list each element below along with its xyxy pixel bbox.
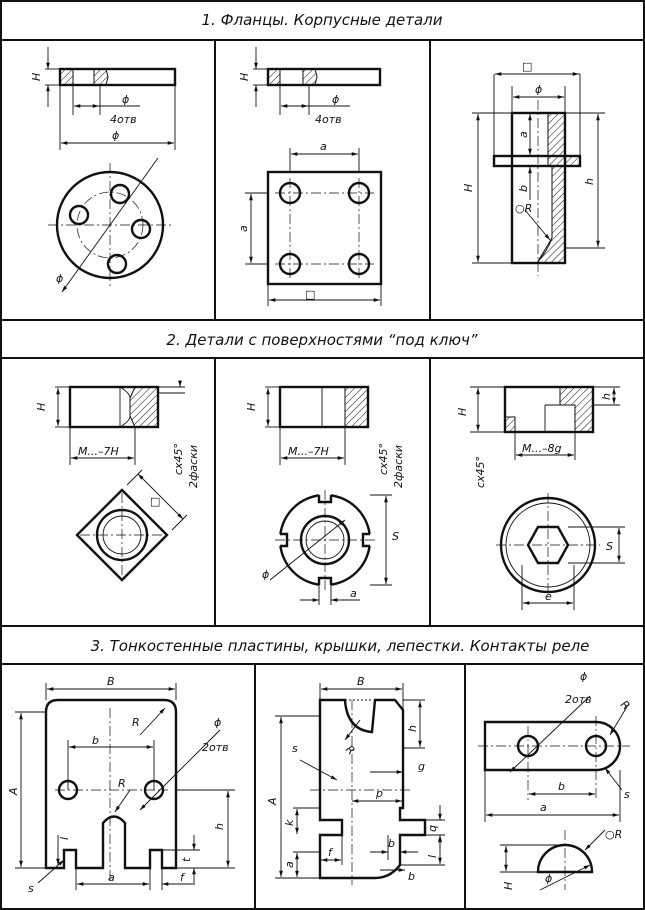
housing-diameter-label: ϕ — [535, 83, 542, 96]
cover-A-label: A — [266, 797, 279, 806]
housing-part-drawing: □ ϕ H a b h ○R — [462, 60, 605, 276]
nut-chamfer-count-label: 2фаски — [187, 445, 200, 488]
slot-nut-thread-label: M...–7H — [288, 445, 329, 458]
dome-H-label: H — [502, 882, 515, 890]
dome-R-label: ○R — [605, 828, 622, 841]
plate-corner-R-label: R — [132, 716, 140, 729]
nut-square-label: □ — [150, 495, 160, 508]
sq-spacing-a-left: a — [237, 225, 250, 232]
housing-h-label: h — [583, 178, 596, 185]
slot-nut-height-label: H — [245, 403, 258, 411]
housing-H-label: H — [462, 184, 475, 192]
cover-h-label: h — [406, 725, 419, 732]
plate-l-label: l — [58, 837, 71, 840]
cover-b2-label: b — [408, 870, 415, 883]
nut-chamfer-label: cx45° — [172, 443, 185, 475]
hole-diameter-label: ϕ — [122, 93, 129, 106]
section-3-title: 3. Тонкостенные пластины, крышки, лепест… — [91, 637, 590, 655]
plate-holes-count-label: 2отв — [202, 741, 229, 754]
cover-B-label: B — [357, 675, 365, 688]
hex-height-label: H — [456, 408, 469, 416]
outer-diameter-label: ϕ — [112, 129, 119, 142]
plan-diameter-label: ϕ — [56, 272, 63, 285]
hex-thread-label: M...–8g — [522, 442, 561, 455]
section-2-title: 2. Детали с поверхностями “под ключ” — [166, 331, 477, 349]
contact-phi-label: ϕ — [580, 670, 587, 683]
cover-l-label: l — [426, 855, 439, 858]
slot-nut-phi-label: ϕ — [262, 568, 269, 581]
cover-b-label: b — [388, 837, 395, 850]
contact-R-label: R — [618, 698, 633, 713]
plate-a-label: a — [108, 871, 115, 884]
hex-chamfer-label: cx45° — [474, 456, 487, 488]
hex-h-label: h — [600, 393, 613, 400]
cover-q-label: q — [426, 825, 439, 832]
plate-hole-phi-label: ϕ — [214, 716, 221, 729]
sq-holes-count-label: 4отв — [315, 113, 342, 126]
holes-count-label: 4отв — [110, 113, 137, 126]
slotted-nut-drawing: H M...–7H cx45° 2фаски S a ϕ — [245, 385, 405, 605]
housing-radius-label: ○R — [515, 202, 532, 215]
flange-height-label: H — [30, 73, 43, 81]
contact-s-label: s — [624, 788, 630, 801]
plate-f-label: f — [180, 871, 186, 884]
sq-hole-diameter-label: ϕ — [332, 93, 339, 106]
plate-t-label: t — [180, 857, 193, 862]
hex-S-label: S — [606, 540, 613, 553]
relay-contact-drawing: ϕ 2отв R b a s H ○R ϕ — [478, 670, 633, 891]
slot-nut-chamfer-count-label: 2фаски — [392, 445, 405, 488]
cover-a-label: a — [283, 861, 296, 868]
slot-nut-a-label: a — [350, 587, 357, 600]
sq-flange-height-label: H — [238, 73, 251, 81]
cover-g-label: g — [418, 760, 425, 773]
slot-nut-S-label: S — [392, 530, 399, 543]
housing-square-label: □ — [522, 60, 532, 73]
square-nut-drawing: H M...–7H cx45° 2фаски □ — [35, 380, 200, 582]
section-1-title: 1. Фланцы. Корпусные детали — [202, 11, 443, 29]
plate-h-label: h — [213, 823, 226, 830]
round-flange-drawing: H ϕ 4отв ϕ ϕ — [30, 47, 177, 293]
tab-plate-drawing: B A b R R ϕ 2отв h t a f l s — [7, 675, 235, 895]
contact-b-label: b — [558, 780, 565, 793]
hex-e-label: e — [545, 590, 552, 603]
plate-B-label: B — [107, 675, 115, 688]
nut-height-label: H — [35, 403, 48, 411]
square-flange-drawing: H ϕ 4отв a a □ — [237, 47, 383, 306]
sq-side-square-label: □ — [305, 288, 315, 301]
plate-A-label: A — [7, 787, 20, 796]
plate-tab-R-label: R — [118, 777, 126, 790]
dome-phi-label: ϕ — [545, 872, 552, 885]
plate-s-label: s — [28, 882, 34, 895]
contact-a-label: a — [540, 801, 547, 814]
housing-a-label: a — [517, 131, 530, 138]
cover-drawing: B A h R g p s k a f q b l — [266, 675, 445, 885]
nut-thread-label: M...–7H — [78, 445, 119, 458]
sq-spacing-a-top: a — [320, 140, 327, 153]
contact-holes-count-label: 2отв — [565, 693, 592, 706]
plate-b-label: b — [92, 734, 99, 747]
cover-k-label: k — [283, 819, 296, 826]
hex-socket-drawing: H h M...–8g cx45° S e — [456, 385, 625, 610]
housing-b-label: b — [517, 185, 530, 192]
cover-R-label: R — [343, 743, 358, 758]
slot-nut-chamfer-label: cx45° — [377, 443, 390, 475]
cover-f-label: f — [328, 846, 334, 859]
cover-p-label: p — [375, 787, 383, 800]
cover-s-label: s — [292, 742, 298, 755]
